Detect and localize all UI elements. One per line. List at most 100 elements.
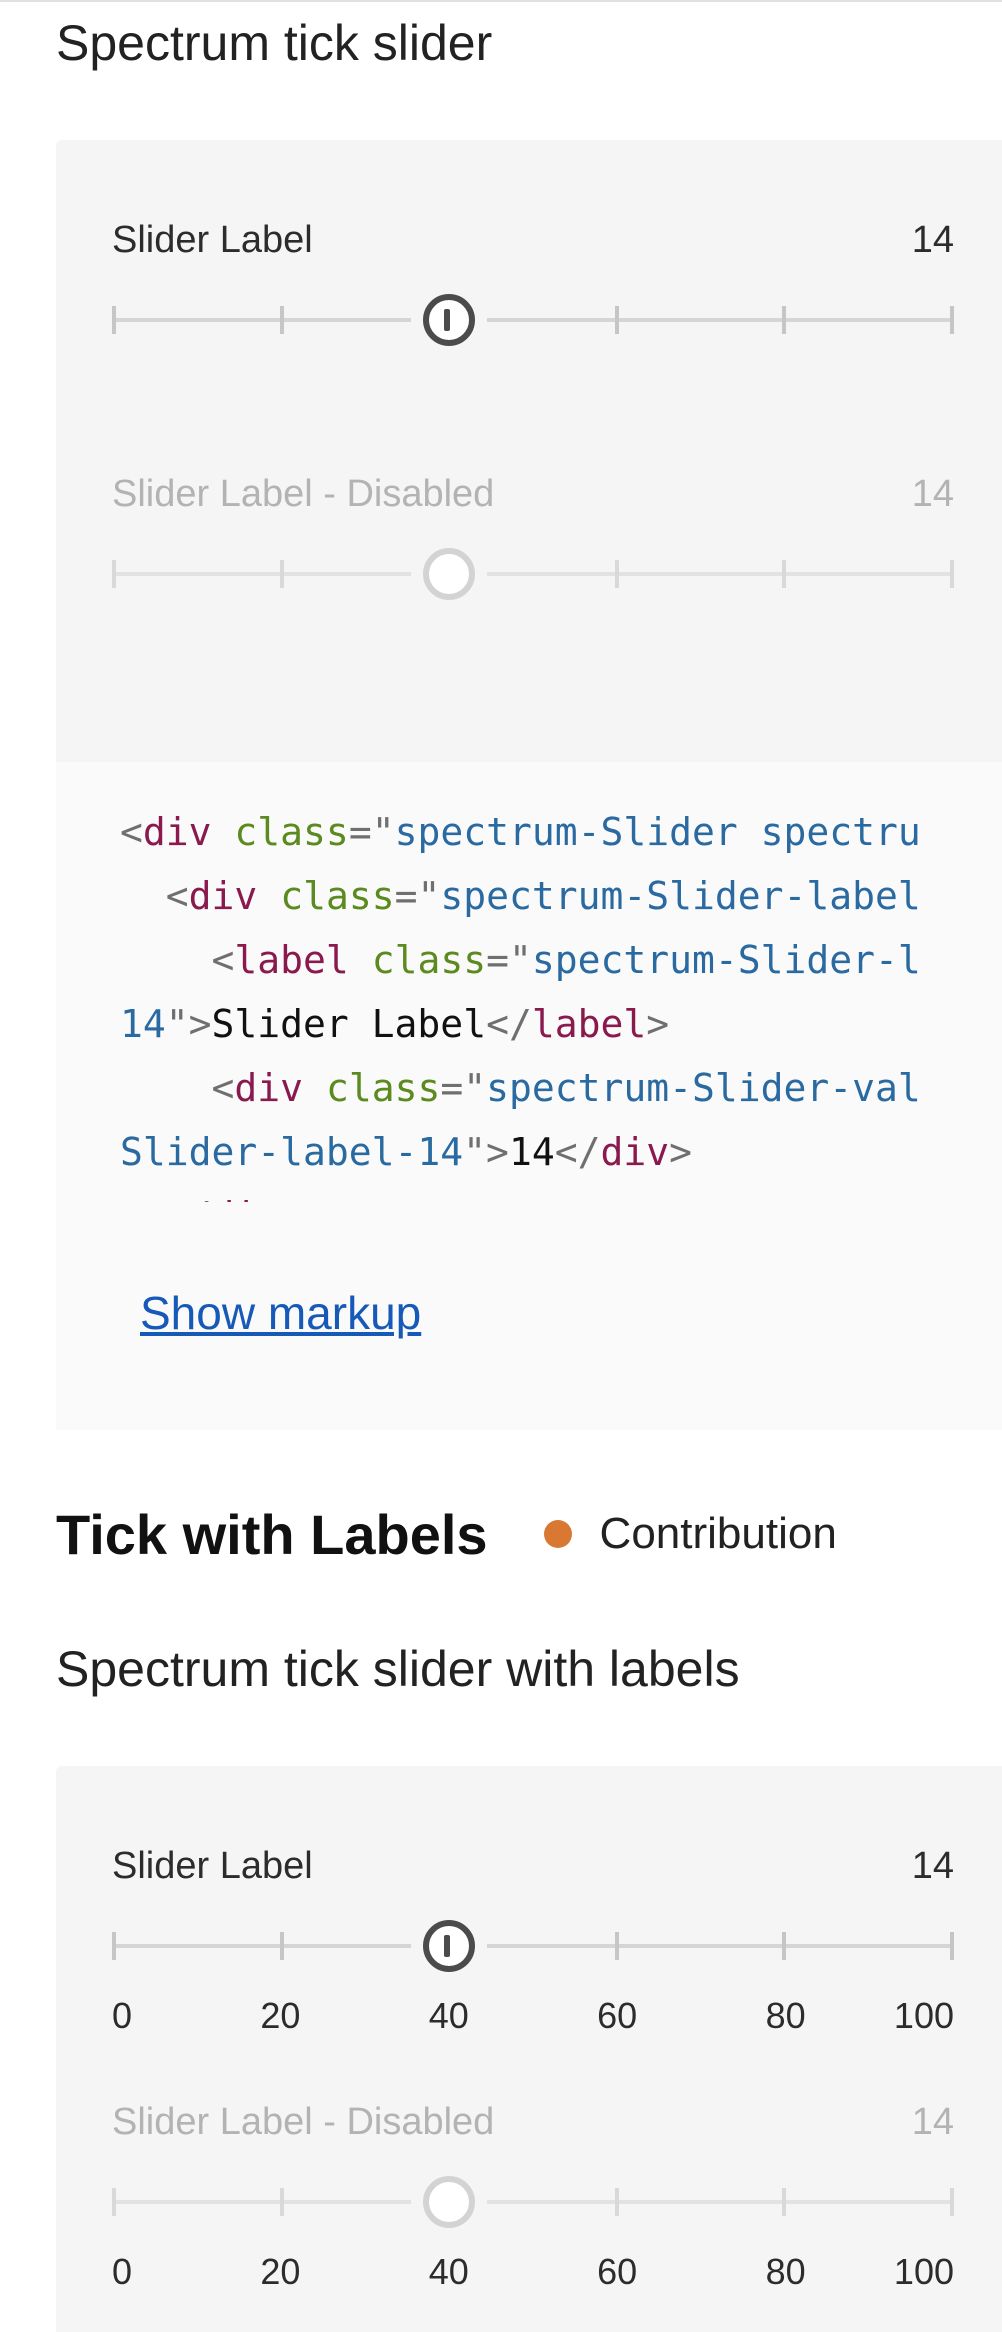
status-label: Contribution: [599, 1509, 837, 1558]
track-tick: [950, 306, 954, 334]
code-token: class: [234, 810, 349, 854]
code-token: div: [142, 810, 212, 854]
tick-labels: 0 20 40 60 80 100: [112, 1994, 954, 2038]
tick-label: 40: [428, 1995, 469, 2036]
code-token: =": [394, 874, 441, 918]
code-token: ">: [463, 1130, 509, 1174]
code-token: div: [234, 1066, 304, 1110]
code-token: label: [234, 938, 349, 982]
tick-label: 80: [765, 1995, 806, 2036]
tick-label: 20: [260, 1995, 301, 2036]
section-title: Tick with Labels: [56, 1502, 488, 1566]
tick-label: 60: [597, 1995, 638, 2036]
code-token: </: [166, 1194, 212, 1202]
track-tick: [112, 306, 116, 334]
track-segment: [486, 1944, 954, 1948]
code-token: div: [212, 1194, 281, 1202]
code-token: [120, 938, 212, 982]
track-tick: [112, 1932, 116, 1960]
tick-label: 60: [597, 2251, 638, 2292]
code-token: [349, 938, 372, 982]
section-heading-tick-slider: Spectrum tick slider: [56, 15, 493, 71]
show-markup-link[interactable]: Show markup: [140, 1287, 422, 1339]
markup-code-block: <div class="spectrum-Slider spectru <div…: [120, 800, 1002, 1202]
section-heading-tick-slider-labels: Spectrum tick slider with labels: [56, 1641, 740, 1697]
code-token: <: [120, 810, 143, 854]
code-token: spectrum-Slider-label: [440, 874, 921, 918]
tick-label: 40: [428, 2251, 469, 2292]
code-token: Slider-label-14: [120, 1130, 464, 1174]
section-title-row: Tick with Labels Contribution: [56, 1494, 837, 1574]
track-segment: [112, 1944, 411, 1948]
status-dot-icon: [543, 1520, 572, 1548]
top-divider: [0, 0, 1002, 2]
track-tick: [950, 560, 954, 588]
slider-handle: [422, 548, 475, 600]
tick-label: 100: [893, 2251, 954, 2292]
code-token: >: [280, 1194, 303, 1202]
track-tick: [614, 560, 619, 588]
track-segment: [112, 572, 411, 576]
code-token: spectrum-Slider-val: [486, 1066, 921, 1110]
tick-label: 20: [260, 2251, 301, 2292]
slider-handle[interactable]: [422, 294, 475, 346]
code-token: >: [669, 1130, 692, 1174]
code-line: </div>: [120, 1184, 1002, 1202]
slider-label: Slider Label: [112, 1845, 313, 1887]
code-token: <: [211, 938, 235, 982]
track-segment: [486, 2200, 954, 2204]
slider-label: Slider Label - Disabled: [112, 473, 495, 515]
code-token: =": [486, 938, 532, 982]
track-tick: [614, 2188, 619, 2216]
slider-value: 14: [911, 1845, 954, 1887]
track-segment: [486, 572, 954, 576]
code-token: spectrum-Slider spectru: [394, 810, 921, 854]
code-token: [303, 1066, 326, 1110]
code-token: label: [531, 1002, 647, 1046]
code-token: ">: [165, 1002, 212, 1046]
code-token: [257, 874, 280, 918]
code-token: </: [554, 1130, 601, 1174]
slider-label: Slider Label - Disabled: [112, 2101, 495, 2143]
track-segment: [112, 318, 411, 322]
tick-label: 100: [893, 1995, 954, 2036]
code-line: <div class="spectrum-Slider-val: [120, 1056, 1002, 1120]
code-line: <label class="spectrum-Slider-l: [120, 928, 1002, 992]
track-segment: [486, 318, 954, 322]
code-panel: [56, 762, 1002, 1430]
code-token: >: [646, 1002, 670, 1046]
code-token: <: [211, 1066, 235, 1110]
track-tick: [950, 2188, 954, 2216]
code-token: [120, 1066, 212, 1110]
slider-track[interactable]: [112, 294, 954, 346]
code-token: spectrum-Slider-l: [531, 938, 921, 982]
track-tick: [279, 2188, 284, 2216]
code-line: <div class="spectrum-Slider spectru: [120, 800, 1002, 864]
code-token: class: [325, 1066, 441, 1110]
code-token: [120, 874, 166, 918]
track-tick: [614, 1932, 619, 1960]
slider-track[interactable]: [112, 1920, 954, 1972]
track-tick: [112, 560, 116, 588]
code-token: Slider Label: [211, 1002, 487, 1046]
tick-label: 0: [112, 1995, 133, 2036]
track-tick: [782, 2188, 787, 2216]
track-tick: [279, 560, 284, 588]
demo-panel-tick-slider: [56, 140, 1002, 762]
code-token: =": [348, 810, 395, 854]
slider-value: 14: [911, 473, 954, 515]
code-line: Slider-label-14">14</div>: [120, 1120, 1002, 1184]
code-token: div: [188, 874, 258, 918]
track-segment: [112, 2200, 411, 2204]
slider-handle[interactable]: [422, 1920, 475, 1972]
code-token: div: [600, 1130, 670, 1174]
track-tick: [279, 306, 284, 334]
slider-value: 14: [911, 2101, 954, 2143]
track-tick: [950, 1932, 954, 1960]
code-line: 14">Slider Label</label>: [120, 992, 1002, 1056]
slider-value: 14: [911, 219, 954, 261]
track-tick: [112, 2188, 116, 2216]
code-token: class: [280, 874, 395, 918]
tick-label: 80: [765, 2251, 806, 2292]
